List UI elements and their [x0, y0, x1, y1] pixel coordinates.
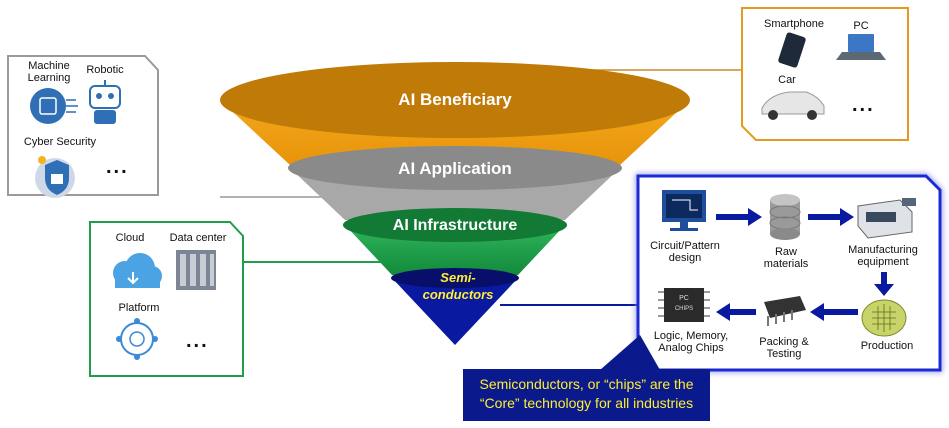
raw-materials-label: Raw materials	[758, 246, 814, 270]
funnel-ellipse-application	[288, 146, 622, 190]
cloud-label: Cloud	[115, 232, 145, 244]
logic-label-line1: Logic, Memory,	[653, 330, 729, 342]
callout-pointer	[600, 335, 660, 370]
manufacturing-label: Manufacturing equipment	[842, 244, 924, 268]
application-more: ...	[106, 156, 129, 178]
packing-testing-icon	[764, 296, 806, 326]
arrow-raw-to-mfg	[808, 208, 854, 226]
platform-label: Platform	[118, 302, 160, 314]
callout-line1: Semiconductors, or “chips” are the	[479, 376, 694, 392]
robotic-icon	[89, 80, 121, 124]
cloud-icon	[113, 253, 162, 288]
logic-label-line2: Analog Chips	[658, 342, 724, 354]
manufacturing-equipment-icon	[857, 198, 916, 239]
platform-icon	[116, 318, 158, 360]
ml-label: Machine Learning	[22, 60, 76, 84]
robotic-label: Robotic	[86, 64, 124, 76]
data-center-label: Data center	[169, 232, 227, 244]
arrow-circuit-to-raw	[716, 208, 762, 226]
arrow-packing-to-logic	[716, 303, 756, 321]
infrastructure-box	[89, 221, 244, 377]
logic-chips-label: Logic, Memory, Analog Chips	[646, 330, 736, 354]
funnel-ellipse-semiconductor	[391, 268, 519, 288]
car-icon	[761, 91, 825, 120]
layer-semiconductor-label-2: conductors	[423, 287, 494, 302]
packing-label-line1: Packing &	[759, 336, 809, 348]
cyber-security-label: Cyber Security	[23, 136, 97, 148]
raw-materials-icon	[769, 194, 801, 240]
infrastructure-more: ...	[186, 330, 209, 352]
smartphone-label: Smartphone	[764, 18, 824, 30]
ml-label-line1: Machine	[28, 60, 70, 72]
mfg-label-line1: Manufacturing	[848, 244, 918, 256]
funnel-ellipse-infrastructure	[343, 208, 567, 242]
raw-label-line2: materials	[763, 258, 809, 270]
layer-application-label: AI Application	[398, 159, 512, 178]
funnel	[220, 62, 690, 345]
circuit-design-icon	[662, 190, 706, 231]
arrow-production-to-packing	[810, 303, 858, 321]
mfg-label-line2: equipment	[857, 256, 909, 268]
cyber-security-icon	[35, 156, 75, 198]
chip-label-pc: PC	[679, 295, 689, 302]
data-center-icon	[176, 250, 216, 290]
machine-learning-icon	[30, 88, 78, 124]
pc-label: PC	[853, 20, 869, 32]
circuit-label-line1: Circuit/Pattern	[650, 240, 720, 252]
funnel-layer-semiconductor	[392, 278, 518, 345]
pc-icon	[836, 34, 886, 60]
layer-infrastructure-label: AI Infrastructure	[393, 217, 518, 234]
packing-testing-label: Packing & Testing	[752, 336, 816, 360]
raw-label-line1: Raw	[774, 246, 797, 258]
funnel-ellipse-beneficiary	[220, 62, 690, 138]
layer-semiconductor-label-1: Semi-	[440, 270, 475, 285]
callout-line2: “Core” technology for all industries	[479, 395, 694, 411]
circuit-design-label: Circuit/Pattern design	[645, 240, 725, 264]
packing-label-line2: Testing	[766, 348, 802, 360]
core-technology-callout: Semiconductors, or “chips” are the “Core…	[463, 369, 710, 421]
logic-chip-icon	[658, 288, 710, 322]
layer-beneficiary-label: AI Beneficiary	[398, 90, 512, 109]
chip-label-chips: CHIPS	[675, 306, 693, 312]
production-wafer-icon	[861, 299, 907, 337]
circuit-label-line2: design	[668, 252, 702, 264]
arrow-mfg-to-production	[874, 272, 894, 296]
flow-arrows	[716, 208, 894, 321]
production-label: Production	[860, 340, 914, 352]
ml-label-line2: Learning	[27, 72, 71, 84]
smartphone-icon	[778, 32, 806, 68]
car-label: Car	[778, 74, 796, 86]
beneficiary-more: ...	[852, 94, 875, 116]
